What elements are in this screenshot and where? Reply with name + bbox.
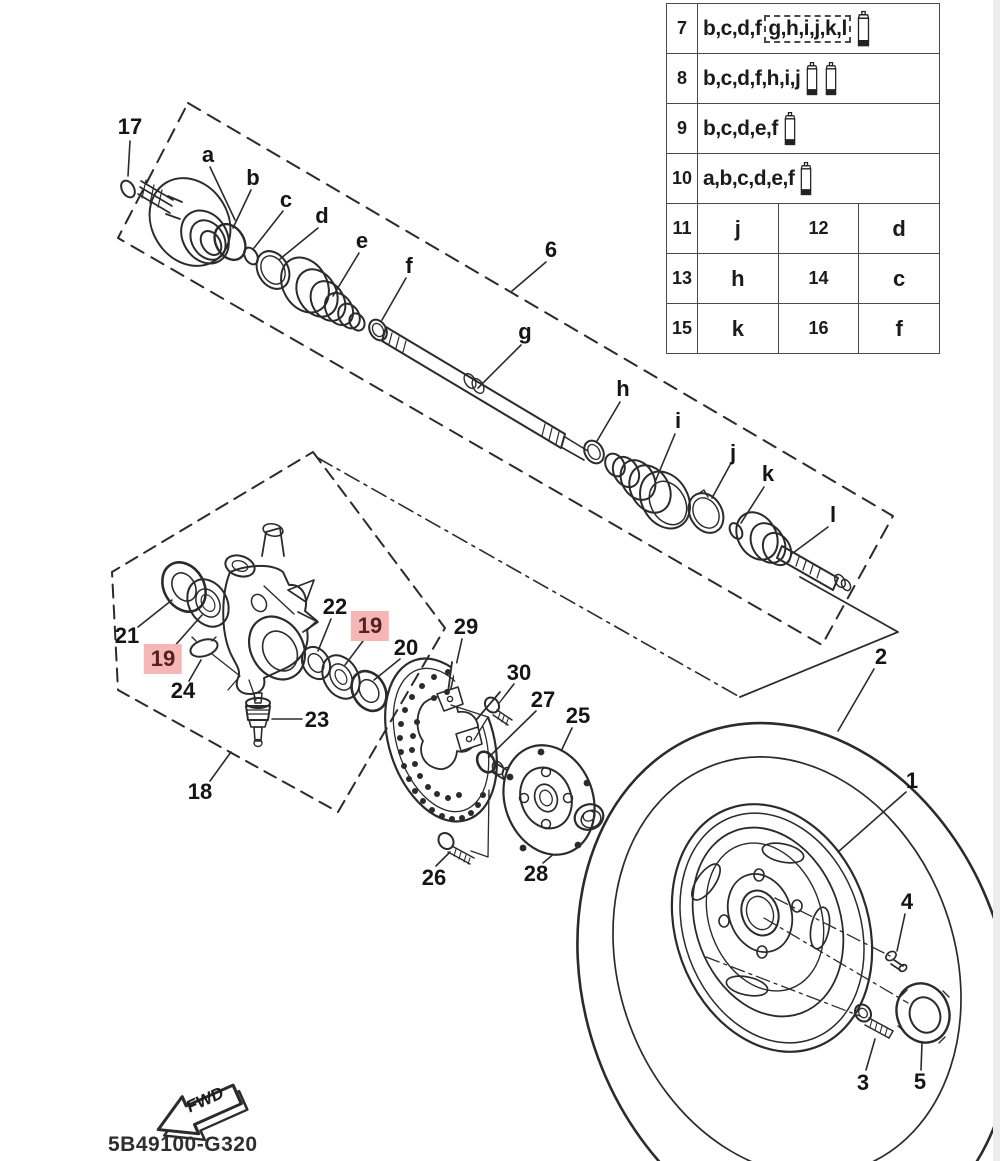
ball-joint-23-drawing: [245, 692, 271, 748]
nut-28-drawing: [573, 803, 605, 831]
spacer-22-drawing: [300, 645, 332, 681]
rim-1-drawing: [670, 803, 874, 1053]
bolt-26-drawing: [437, 831, 475, 865]
clip-c-drawing: [243, 246, 259, 266]
ref-cell: 14: [777, 253, 860, 304]
connection-line: [317, 457, 739, 697]
cv-boot-e-drawing: [280, 256, 366, 332]
bearing-19-left-drawing: [186, 578, 230, 628]
leader-lines: [127, 140, 923, 1071]
grease-tube-icon: [825, 61, 837, 95]
drive-shaft-assembly-drawing: [120, 177, 852, 592]
table-row: 11 j 12 d: [666, 203, 940, 254]
boxed-letters-cell: g,h,i,j,k,l: [764, 14, 851, 43]
cap-nut-5-drawing: [895, 982, 951, 1044]
clip-k-drawing: [728, 522, 744, 540]
circlip-b-drawing: [213, 222, 247, 262]
region-6-outline: [117, 102, 894, 646]
region-2-outline: [739, 576, 899, 698]
fwd-arrow-icon: FWD: [156, 1083, 249, 1141]
bearing-19-right-drawing: [321, 654, 361, 700]
wheel-hub-25-drawing: [491, 744, 596, 856]
ref-cell: 15: [666, 303, 698, 354]
letters-cell: b,c,d,f: [703, 16, 762, 40]
table-row: 8 b,c,d,f,h,i,j: [666, 53, 940, 104]
cv-joint-l-drawing: [735, 511, 852, 592]
table-row: 13 h 14 c: [666, 253, 940, 304]
ref-cell: 13: [666, 253, 698, 304]
letters-cell: a,b,c,d,e,f: [703, 166, 795, 190]
drawing-code: 5B49100-G320: [108, 1133, 258, 1156]
boot-band-j-drawing: [687, 492, 725, 534]
ref-cell: 8: [666, 53, 698, 104]
bolt-30-drawing: [483, 696, 513, 726]
stud-3-drawing: [853, 1003, 894, 1039]
ring-f-drawing: [368, 318, 388, 342]
drive-shaft-g-drawing: [381, 326, 589, 461]
group-boxes: [111, 102, 899, 813]
circlip-24-drawing: [189, 638, 219, 658]
tire-drawing: [576, 721, 1000, 1161]
brake-disc-group-drawing: [384, 657, 605, 865]
steering-knuckle-group-drawing: [161, 522, 388, 748]
valve-4-drawing: [885, 950, 908, 973]
region-18-outline: [111, 451, 446, 813]
grease-tube-icon: [857, 10, 870, 46]
grease-tube-icon: [806, 61, 818, 95]
ref-cell: 10: [666, 153, 698, 204]
ref-cell: 12: [777, 203, 860, 254]
table-row: 9 b,c,d,e,f: [666, 103, 940, 154]
cv-joint-a-drawing: [148, 177, 232, 267]
ring-h-drawing: [583, 439, 605, 465]
value-cell: c: [858, 253, 940, 304]
grease-tube-icon: [800, 161, 812, 195]
brake-disc-29-drawing: [384, 657, 508, 823]
seal-21-drawing: [161, 561, 207, 613]
value-cell: f: [858, 303, 940, 354]
ref-cell: 11: [666, 203, 698, 254]
cv-boot-i-drawing: [604, 452, 691, 530]
table-row: 7 b,c,d,f g,h,i,j,k,l: [666, 3, 940, 54]
table-row: 15 k 16 f: [666, 303, 940, 354]
grease-tube-icon: [784, 111, 796, 145]
ref-cell: 9: [666, 103, 698, 154]
parts-reference-table: 7 b,c,d,f g,h,i,j,k,l 8 b,c,d,f,h,i,j 9 …: [666, 3, 940, 354]
seal-20-drawing: [350, 669, 388, 713]
letters-cell: b,c,d,e,f: [703, 116, 778, 140]
right-edge-strip: [993, 0, 1000, 1161]
value-cell: k: [697, 303, 779, 354]
table-row: 10 a,b,c,d,e,f: [666, 153, 940, 204]
steering-knuckle-drawing: [222, 522, 319, 701]
value-cell: d: [858, 203, 940, 254]
circlip-17-drawing: [120, 179, 136, 199]
value-cell: h: [697, 253, 779, 304]
value-cell: j: [697, 203, 779, 254]
letters-cell: b,c,d,f,h,i,j: [703, 66, 801, 90]
wheel-group-drawing: [576, 721, 1000, 1161]
ref-cell: 7: [666, 3, 698, 54]
ref-cell: 16: [777, 303, 860, 354]
